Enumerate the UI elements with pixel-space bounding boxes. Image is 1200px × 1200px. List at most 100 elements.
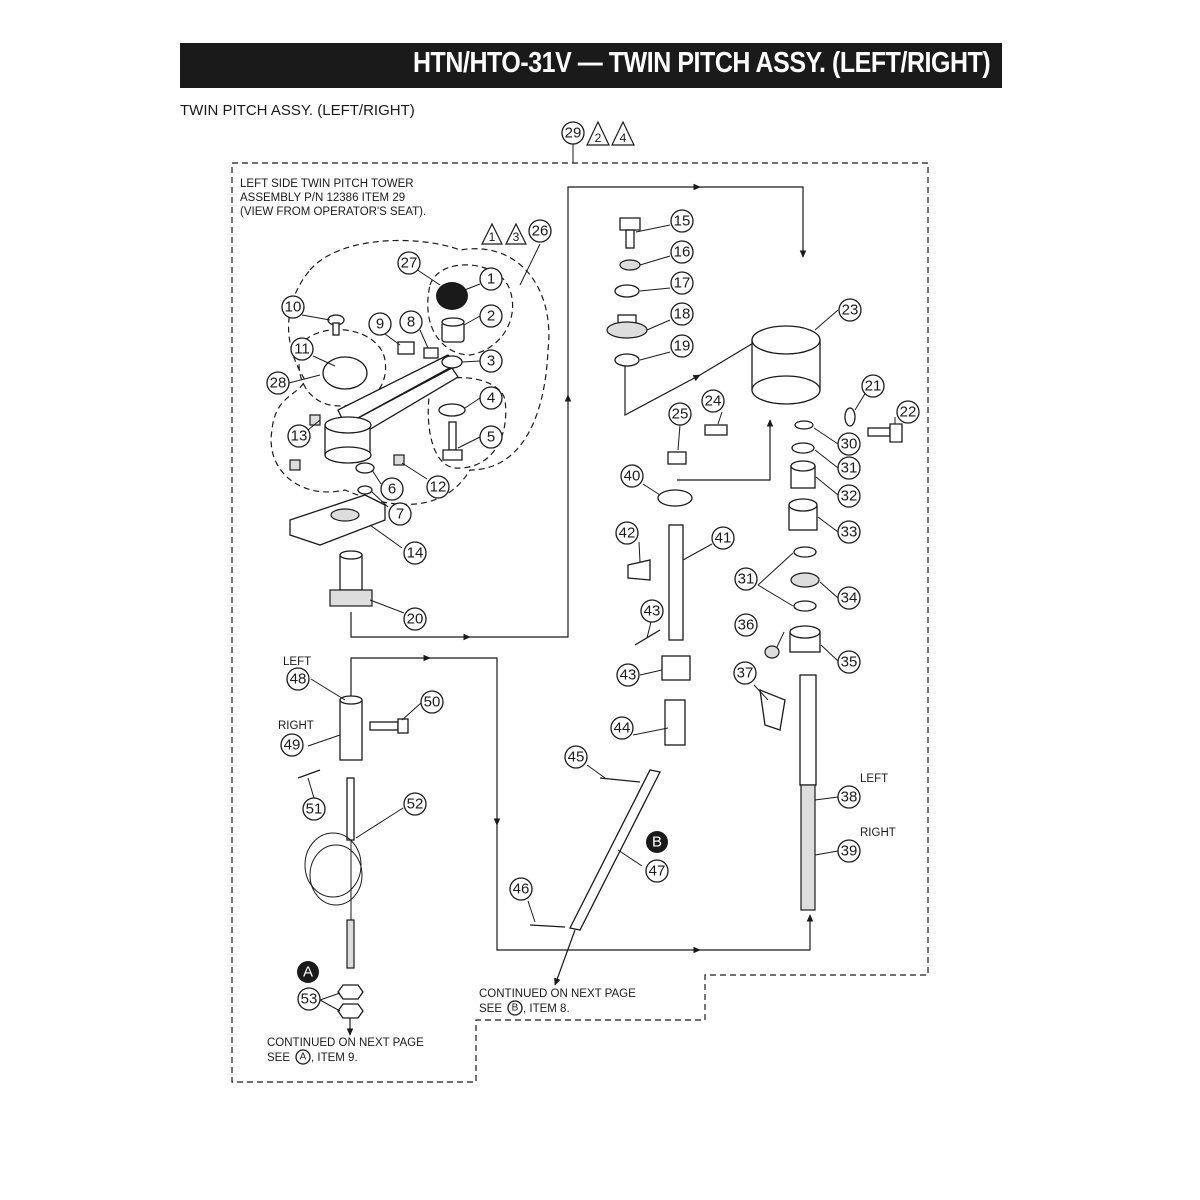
callout-number: 48 xyxy=(290,671,307,688)
tower-23-top xyxy=(751,325,821,355)
washer-7 xyxy=(357,485,373,495)
cover-11 xyxy=(322,356,368,390)
callout-number: 16 xyxy=(674,244,691,261)
svg-text:A: A xyxy=(303,964,313,981)
callout-circle xyxy=(670,302,694,326)
flow-line-to-23 xyxy=(700,186,807,258)
subassembly-27-outline xyxy=(427,264,514,356)
cable-end-lower xyxy=(346,919,355,969)
callout-number: 4 xyxy=(487,390,495,407)
gear-20-teeth xyxy=(329,589,373,607)
callout-item-51: 51 xyxy=(302,797,326,821)
callout-circle xyxy=(837,785,861,809)
label-right-39: RIGHT xyxy=(860,827,896,839)
callout-item-16: 16 xyxy=(670,240,694,264)
label-left-48: LEFT xyxy=(283,656,311,668)
callout-number: 21 xyxy=(865,378,882,395)
callout-number: 33 xyxy=(841,524,858,541)
cable-end-upper xyxy=(346,777,355,841)
shaft-41 xyxy=(668,524,684,641)
callout-item-52: 52 xyxy=(403,792,427,816)
callout-item-15: 15 xyxy=(670,209,694,233)
washer-19 xyxy=(614,353,640,367)
nut-53a xyxy=(337,984,364,1000)
callout-number: 19 xyxy=(674,338,691,355)
cable-coil-52b xyxy=(309,844,363,906)
callout-circle xyxy=(711,526,735,550)
tower-23-bottom xyxy=(751,375,821,405)
callout-circle xyxy=(896,400,920,424)
callout-item-18: 18 xyxy=(670,302,694,326)
collar-35-top xyxy=(789,625,821,639)
svg-text:LEFT SIDE TWIN PITCH TOWER: LEFT SIDE TWIN PITCH TOWER xyxy=(240,178,414,190)
callout-circle xyxy=(837,432,861,456)
callout-circle xyxy=(397,251,421,275)
key-37 xyxy=(759,688,786,731)
label-right-49: RIGHT xyxy=(278,720,314,732)
flow-line-48-loop xyxy=(350,654,431,700)
washer-31c xyxy=(793,600,817,612)
hub-top xyxy=(324,416,372,434)
rod-47-continue-arrow xyxy=(554,929,576,986)
callout-number: 51 xyxy=(306,801,323,818)
flow-line-19-to-23 xyxy=(624,365,701,416)
ring-30 xyxy=(794,420,814,430)
callout-item-48: 48 xyxy=(286,667,310,691)
washer-31a xyxy=(791,442,815,454)
callout-item-28: 28 xyxy=(266,371,290,395)
marker-b: B xyxy=(646,831,668,853)
bearing-32-top xyxy=(790,460,816,472)
callout-circle xyxy=(670,271,694,295)
callout-circle xyxy=(479,349,503,373)
lever-hub-3 xyxy=(441,355,463,369)
shaft-38 xyxy=(799,674,817,786)
callout-item-44: 44 xyxy=(610,716,634,740)
callout-number: 30 xyxy=(841,436,858,453)
callout-number: 17 xyxy=(674,275,691,292)
callout-number: 6 xyxy=(388,481,396,498)
bearing-34 xyxy=(790,572,820,588)
callout-item-8: 8 xyxy=(399,310,423,334)
nut-53b xyxy=(337,1003,364,1019)
svg-text:CONTINUED ON NEXT PAGE: CONTINUED ON NEXT PAGE xyxy=(267,1037,424,1049)
callout-circle xyxy=(564,745,588,769)
callout-number: 15 xyxy=(674,213,691,230)
bolt-22-shank xyxy=(867,427,891,437)
svg-text:1: 1 xyxy=(489,230,496,244)
callout-number: 41 xyxy=(715,530,732,547)
fitting-9 xyxy=(397,341,415,355)
callout-circle xyxy=(297,987,321,1011)
callout-number: 23 xyxy=(842,302,859,319)
bolt-5-shank xyxy=(448,421,457,451)
callout-number: 9 xyxy=(376,316,384,333)
gear-20-shaft xyxy=(339,554,363,591)
callout-number: 31 xyxy=(738,571,755,588)
coupler-44 xyxy=(661,655,691,681)
callout-circle xyxy=(734,613,758,637)
flow-line-up xyxy=(470,394,572,638)
callout-item-6: 6 xyxy=(380,477,404,501)
callout-number: 43 xyxy=(620,667,637,684)
callout-item-50: 50 xyxy=(420,690,444,714)
callout-item-47: 47 xyxy=(645,859,669,883)
svg-text:B: B xyxy=(512,1003,519,1014)
callout-item-23: 23 xyxy=(838,298,862,322)
callout-number: 46 xyxy=(513,881,530,898)
callout-item-4: 4 xyxy=(479,386,503,410)
callout-item-31: 31 xyxy=(734,567,758,591)
washer-4 xyxy=(438,403,466,417)
callout-item-17: 17 xyxy=(670,271,694,295)
bolt-50-head xyxy=(397,718,409,734)
callout-number: 24 xyxy=(705,393,722,410)
callout-circle xyxy=(290,337,314,361)
callout-circle xyxy=(610,716,634,740)
callout-circle xyxy=(670,240,694,264)
callout-item-25: 25 xyxy=(668,402,692,426)
svg-text:SEE: SEE xyxy=(267,1052,290,1064)
setscrew-13a xyxy=(309,414,321,426)
callout-number: 39 xyxy=(841,843,858,860)
sleeve-48-49 xyxy=(339,699,363,761)
callout-circle xyxy=(837,484,861,508)
callout-circle xyxy=(368,312,392,336)
callout-item-7: 7 xyxy=(388,502,412,526)
